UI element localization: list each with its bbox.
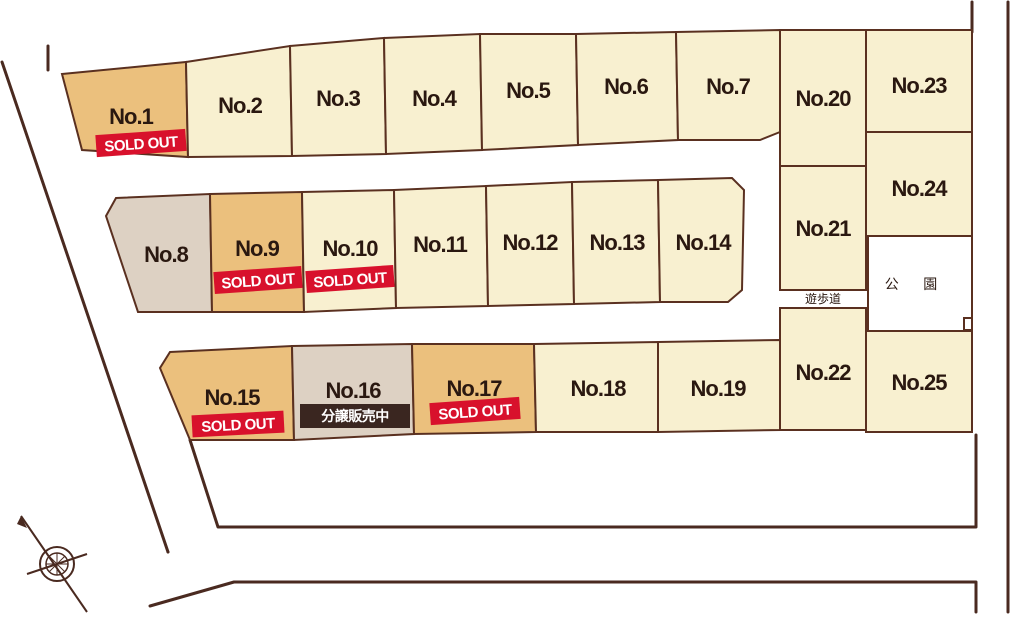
lot-label-6: No.6	[604, 74, 648, 99]
walkway	[780, 290, 867, 308]
on-sale-badge-text: 分譲販売中	[321, 408, 389, 425]
sold-out-badge-text: SOLD OUT	[104, 133, 179, 155]
lot-label-2: No.2	[218, 93, 262, 118]
lot-label-15: No.15	[205, 385, 261, 410]
sold-out-badge-text: SOLD OUT	[221, 270, 296, 292]
sold-out-badge-text: SOLD OUT	[313, 269, 388, 291]
lot-label-25: No.25	[892, 370, 948, 395]
status-badges: SOLD OUT SOLD OUT SOLD OUT SOLD OUT 分譲販売…	[95, 128, 521, 438]
compass-icon	[17, 515, 88, 613]
lot-label-12: No.12	[503, 230, 559, 255]
badge-lot-1: SOLD OUT	[95, 128, 187, 158]
walkway-label: 遊歩道	[805, 291, 841, 306]
lot-14[interactable]	[656, 176, 746, 303]
lot-label-8: No.8	[144, 242, 188, 267]
lot-label-1: No.1	[109, 104, 153, 129]
park-area	[867, 235, 973, 332]
lot-label-5: No.5	[506, 78, 550, 103]
lot-label-7: No.7	[706, 74, 750, 99]
lot-21[interactable]	[779, 165, 867, 291]
sold-out-badge-bg	[95, 128, 187, 158]
sold-out-badge-bg	[305, 264, 395, 294]
lot-label-9: No.9	[235, 236, 279, 261]
sold-out-badge-bg	[429, 396, 521, 426]
lot-label-19: No.19	[691, 376, 747, 401]
lot-label-3: No.3	[316, 86, 360, 111]
sold-out-badge-bg	[191, 410, 285, 438]
lot-24[interactable]	[865, 131, 973, 237]
lot-label-14: No.14	[676, 230, 733, 255]
lot-label-13: No.13	[590, 230, 646, 255]
park-gate	[963, 317, 973, 331]
lot-label-24: No.24	[892, 176, 949, 201]
lot-labels: No.1 No.2 No.3 No.4 No.5 No.6 No.7 No.8 …	[109, 73, 949, 410]
lot-label-22: No.22	[796, 360, 852, 385]
lot-label-10: No.10	[323, 236, 379, 261]
sold-out-badge-text: SOLD OUT	[201, 415, 276, 436]
lot-25[interactable]	[865, 330, 973, 433]
badge-lot-10: SOLD OUT	[305, 264, 395, 294]
sold-out-badge-bg	[213, 265, 303, 295]
lot-8[interactable]	[104, 192, 214, 313]
lot-label-21: No.21	[796, 216, 852, 241]
lot-label-20: No.20	[796, 86, 852, 111]
lot-7[interactable]	[674, 28, 781, 141]
badge-lot-17: SOLD OUT	[429, 396, 521, 426]
badge-lot-15: SOLD OUT	[191, 410, 285, 438]
lot-label-11: No.11	[413, 232, 467, 257]
lot-label-23: No.23	[892, 73, 948, 98]
lot-label-4: No.4	[412, 86, 457, 111]
park-label: 公 園	[885, 277, 947, 293]
badge-lot-16: 分譲販売中	[300, 404, 410, 428]
lot-label-17: No.17	[447, 376, 503, 401]
lot-label-18: No.18	[571, 376, 627, 401]
badge-lot-9: SOLD OUT	[213, 265, 303, 295]
sold-out-badge-text: SOLD OUT	[438, 401, 513, 423]
lot-label-16: No.16	[326, 378, 382, 403]
on-sale-badge-bg	[300, 404, 410, 428]
